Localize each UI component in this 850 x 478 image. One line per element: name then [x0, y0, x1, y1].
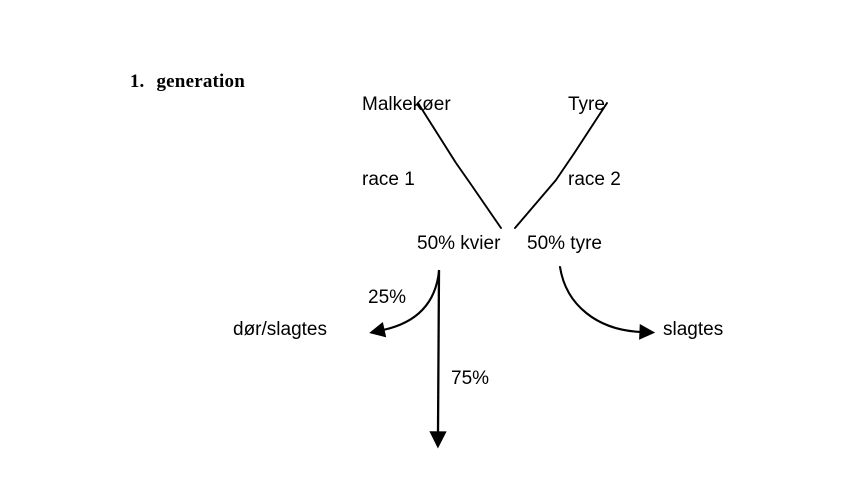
node-cull: dør/slagtes [233, 319, 327, 340]
node-sire: Tyre race 2 [568, 42, 621, 242]
node-bulls: 50% tyre [527, 233, 602, 254]
edge-bulls-to-slaughter [558, 265, 656, 340]
generation-label: generation [156, 71, 246, 92]
node-dam-line2: race 1 [362, 169, 415, 190]
node-dam-line1: Malkekøer [362, 94, 451, 115]
generation-title: 1. generation [110, 44, 245, 119]
node-sire-line2: race 2 [568, 169, 621, 190]
edge-label-cull-share: 25% [368, 287, 407, 308]
edge-label-keep-share: 75% [451, 368, 490, 389]
generation-number: 1. [129, 71, 145, 92]
edge-heifers-to-kept [429, 269, 447, 449]
node-heifers: 50% kvier [417, 233, 501, 254]
node-dam: Malkekøer race 1 [362, 42, 451, 242]
node-slaughter: slagtes [663, 319, 724, 340]
node-sire-line1: Tyre [568, 94, 605, 115]
